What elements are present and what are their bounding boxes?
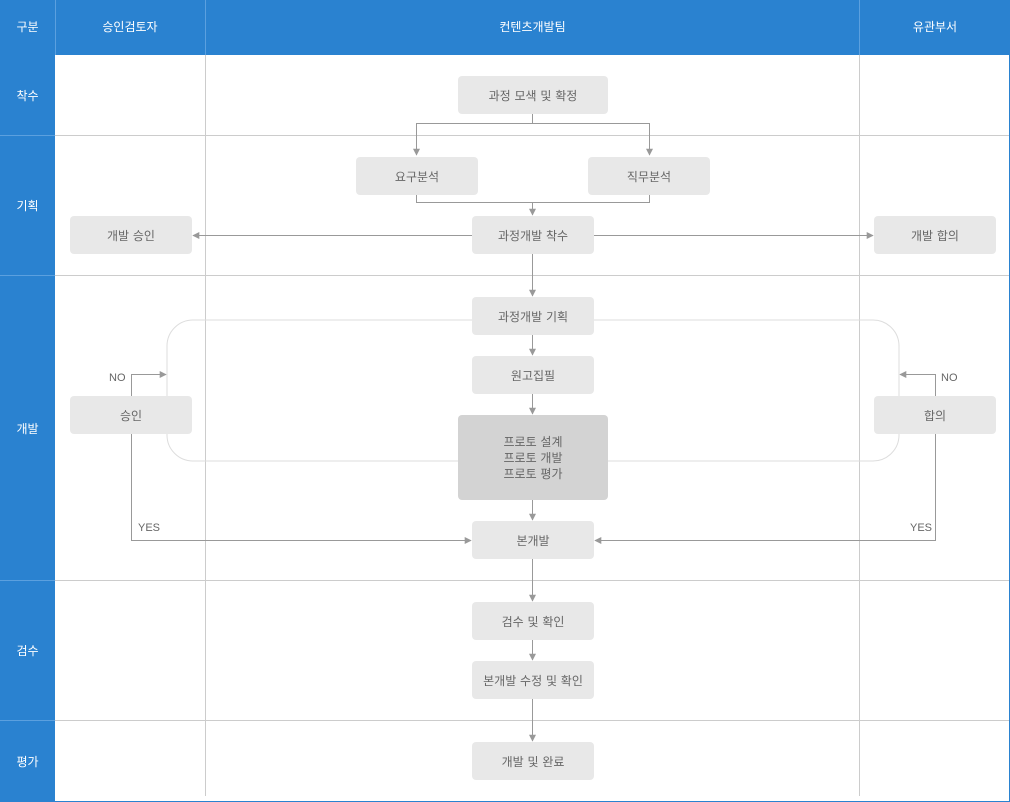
header-team: 컨텐츠개발팀 (206, 0, 859, 55)
node-approve: 승인 (70, 396, 192, 434)
connectors (131, 114, 936, 742)
stage-label-plan: 기획 (16, 199, 39, 213)
stage-label-evaluate: 평가 (16, 755, 39, 769)
label-no-right: NO (941, 372, 958, 384)
node-manuscript: 원고집필 (472, 356, 594, 394)
prototype-design: 프로토 설계 (503, 434, 563, 449)
prototype-develop: 프로토 개발 (503, 450, 563, 465)
node-revise-confirm: 본개발 수정 및 확인 (472, 661, 594, 699)
node-main-dev: 본개발 (472, 521, 594, 559)
stage-dividers (0, 135, 55, 721)
node-needs-analysis: 요구분석 (356, 157, 478, 195)
label-yes-right: YES (910, 522, 933, 534)
label-yes-left: YES (138, 522, 161, 534)
header-category: 구분 (0, 0, 55, 55)
header-divider (859, 0, 860, 55)
label-no-left: NO (109, 372, 126, 384)
node-job-analysis: 직무분석 (588, 157, 710, 195)
prototype-evaluate: 프로토 평가 (503, 466, 563, 481)
node-inspect-confirm: 검수 및 확인 (472, 602, 594, 640)
node-course-search: 과정 모색 및 확정 (458, 76, 608, 114)
header-divider (55, 0, 56, 55)
header-approver: 승인검토자 (55, 0, 205, 55)
node-dev-approval: 개발 승인 (70, 216, 192, 254)
node-dev-planning: 과정개발 기획 (472, 297, 594, 335)
node-agree: 합의 (874, 396, 996, 434)
header-related: 유관부서 (860, 0, 1010, 55)
stage-label-develop: 개발 (16, 421, 39, 436)
stage-label-inspect: 검수 (16, 644, 39, 658)
stage-label-start: 착수 (16, 88, 39, 103)
header-divider (205, 0, 206, 55)
node-prototype: 프로토 설계 프로토 개발 프로토 평가 (458, 415, 608, 500)
node-dev-agreement: 개발 합의 (874, 216, 996, 254)
node-dev-start: 과정개발 착수 (472, 216, 594, 254)
node-complete: 개발 및 완료 (472, 742, 594, 780)
stage-column (0, 55, 55, 802)
